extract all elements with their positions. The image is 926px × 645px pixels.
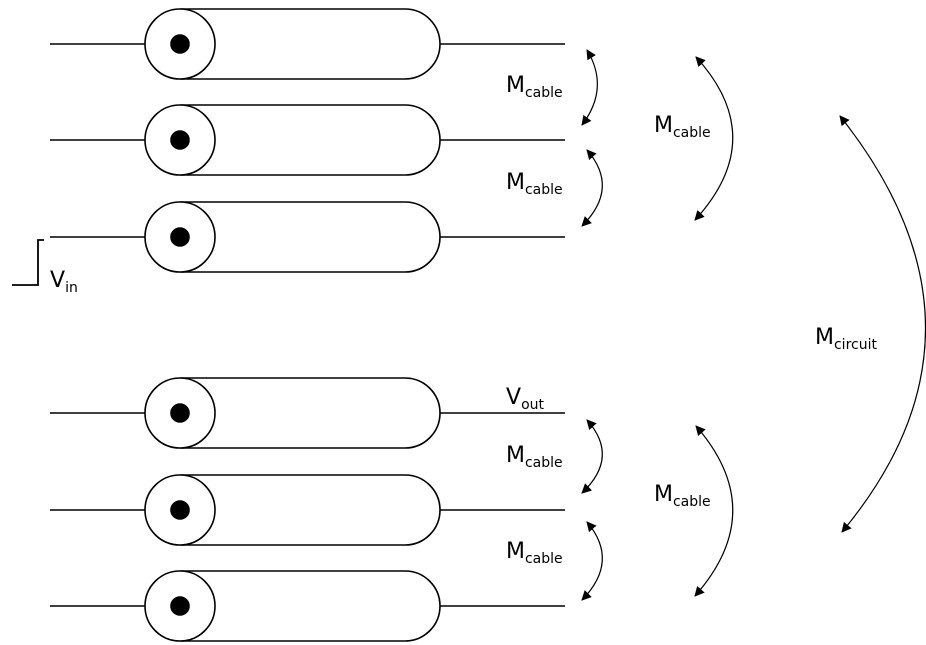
coupling-arrow-circuit: [839, 115, 926, 533]
cable-group-upper: [50, 8, 565, 273]
mutual-label-cable-4-5: Mcable: [506, 443, 563, 471]
coax-cable-2: [50, 104, 565, 176]
conductor-dot: [170, 500, 190, 520]
conductor-dot: [170, 403, 190, 423]
coupling-arrow-cable-1-2: [581, 49, 598, 126]
coax-cable-3: [50, 201, 565, 273]
vin-label: Vin: [50, 268, 78, 296]
step-input-symbol: [12, 239, 44, 286]
mutual-label-cable-2-3: Mcable: [506, 170, 563, 198]
conductor-dot: [170, 227, 190, 247]
conductor-dot: [170, 596, 190, 616]
mutual-label-cable-1-3: Mcable: [654, 113, 711, 141]
cable-group-lower: [50, 377, 565, 642]
coax-cable-4: [50, 377, 565, 449]
coupling-arrow-cable-5-6: [581, 521, 603, 601]
mutual-label-cable-4-6: Mcable: [654, 482, 711, 510]
conductor-dot: [170, 130, 190, 150]
coupling-arrow-cable-2-3: [581, 149, 603, 227]
mutual-label-cable-1-2: Mcable: [506, 73, 563, 101]
coax-cable-6: [50, 570, 565, 642]
mutual-label-cable-5-6: Mcable: [506, 539, 563, 567]
coax-cable-5: [50, 474, 565, 546]
coupling-arrow-cable-4-5: [581, 419, 603, 494]
conductor-dot: [170, 34, 190, 54]
coupling-arrow-cable-4-6: [694, 425, 734, 597]
coax-cable-1: [50, 8, 565, 80]
mutual-label-circuit: Mcircuit: [815, 325, 877, 353]
coupling-arrow-cable-1-3: [694, 56, 734, 221]
vout-label: Vout: [506, 385, 544, 413]
